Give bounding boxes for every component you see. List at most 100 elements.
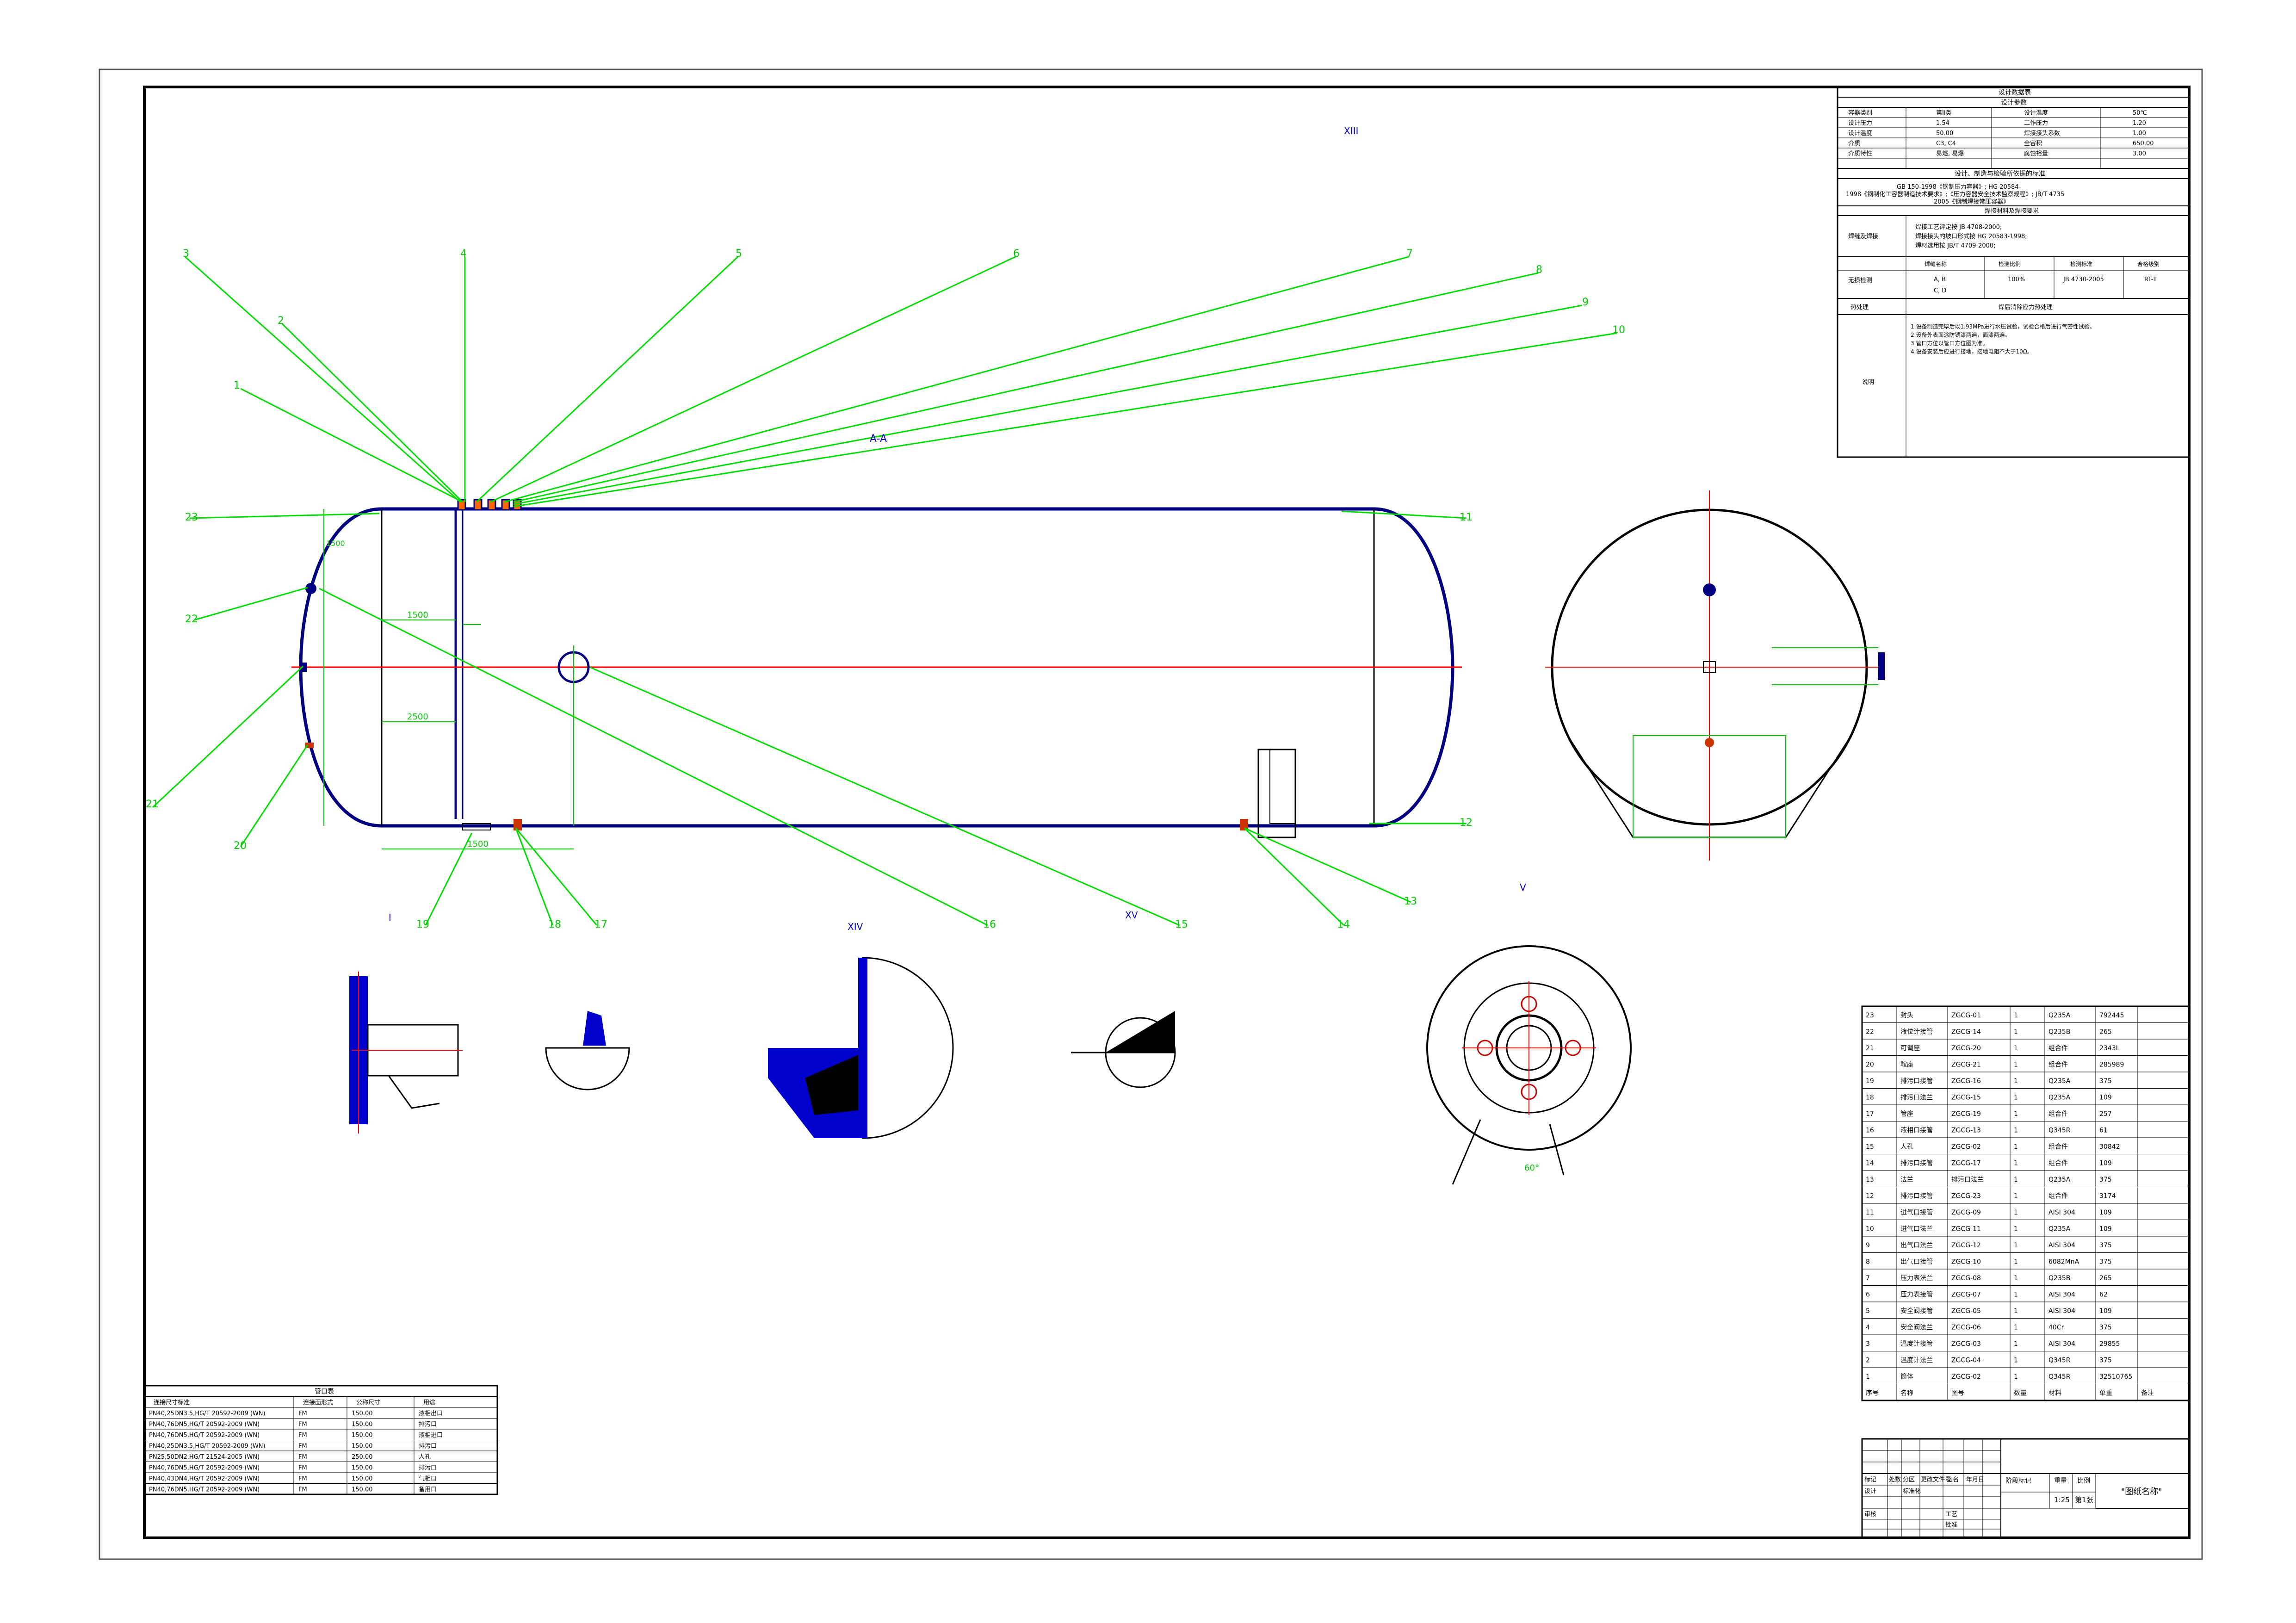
parts-cell: 封头 (1900, 1012, 1913, 1019)
parts-cell: 6 (1866, 1291, 1870, 1299)
parts-cell: ZGCG-09 (1951, 1209, 1981, 1216)
parts-cell: 排污口接管 (1900, 1077, 1933, 1085)
parts-cell: ZGCG-02 (1951, 1373, 1981, 1381)
parts-cell: ZGCG-17 (1951, 1160, 1981, 1167)
parts-cell: Q345R (2048, 1127, 2071, 1134)
parts-cell: 40Cr (2048, 1324, 2064, 1332)
nozzle-cell: 150.00 (352, 1432, 373, 1439)
parts-cell: 1 (2014, 1242, 2018, 1249)
scale-value: 1:25 (2054, 1496, 2070, 1504)
parts-cell: ZGCG-13 (1951, 1127, 1981, 1134)
parts-cell: 压力表接管 (1900, 1291, 1933, 1299)
tech-r2c2: 焊接接头系数 (2024, 130, 2060, 137)
callout-17: 17 (594, 919, 607, 930)
parts-cell: 1 (2014, 1110, 2018, 1118)
weld-label: 焊缝及焊接 (1848, 233, 1878, 240)
tb-r1c5: 年月日 (1966, 1476, 1984, 1483)
tech-subheader: 设计参数 (2001, 99, 2027, 106)
tb-r2c5: 重量 (2054, 1477, 2067, 1485)
parts-cell: 375 (2099, 1324, 2112, 1332)
parts-header-cell: 名称 (1900, 1390, 1913, 1397)
ndt-h1: 检测比例 (1999, 260, 2021, 267)
parts-cell: 安全阀法兰 (1900, 1324, 1933, 1332)
note-line-3: 3.管口方位以管口方位图为准。 (1911, 340, 1988, 347)
vessel-elevation (291, 499, 1462, 838)
parts-cell: 1 (1866, 1373, 1870, 1381)
callout-12: 12 (1460, 817, 1473, 829)
nozzle-cell: 备用口 (419, 1486, 437, 1493)
callout-9: 9 (1582, 297, 1589, 308)
weld-line-1: 焊接工艺评定按 JB 4708-2000; (1915, 223, 2002, 231)
tech-data-table (1837, 86, 2190, 458)
tech-r0c0: 容器类别 (1848, 109, 1872, 117)
tb-r3c0: 审核 (1864, 1511, 1876, 1518)
tech-r4c2: 腐蚀裕量 (2024, 150, 2048, 157)
tech-r3c1: C3, C4 (1936, 140, 1956, 147)
parts-cell: ZGCG-08 (1951, 1275, 1981, 1282)
parts-cell: 1 (2014, 1045, 2018, 1052)
callout-20: 20 (234, 840, 247, 852)
parts-cell: 109 (2099, 1209, 2112, 1216)
parts-cell: 16 (1866, 1127, 1874, 1134)
parts-cell: 1 (2014, 1193, 2018, 1200)
callout-21: 21 (146, 799, 159, 810)
parts-cell: 排污口法兰 (1951, 1176, 1984, 1183)
parts-cell: AISI 304 (2048, 1242, 2075, 1249)
title-block-texts: 标记 处数 分区 更改文件号 签名 年月日 设计 标准化 阶段标记 重量 比例 … (1864, 1476, 2162, 1529)
parts-cell: 15 (1866, 1143, 1874, 1151)
callout-7: 7 (1406, 248, 1413, 260)
parts-cell: 61 (2099, 1127, 2108, 1134)
parts-cell: 组合件 (2048, 1193, 2068, 1200)
parts-cell: ZGCG-06 (1951, 1324, 1981, 1332)
parts-cell: 组合件 (2048, 1061, 2068, 1069)
note-line-4: 4.设备安装后应进行接地，接地电阻不大于10Ω。 (1911, 348, 2033, 355)
parts-cell: ZGCG-01 (1951, 1012, 1981, 1019)
nozzle-cell: 液相出口 (419, 1410, 443, 1417)
callout-leaders (152, 256, 1617, 926)
parts-cell: 109 (2099, 1094, 2112, 1102)
nozzle-cell: PN40,25DN3.5,HG/T 20592-2009 (WN) (149, 1410, 266, 1417)
parts-cell: 14 (1866, 1160, 1874, 1167)
parts-cell: 1 (2014, 1340, 2018, 1348)
spec-line-1: GB 150-1998《钢制压力容器》; HG 20584- (1897, 183, 2021, 191)
tech-r1c3: 1.20 (2133, 120, 2146, 127)
parts-cell: 出气口法兰 (1900, 1242, 1933, 1249)
nozzle-cell: PN40,76DN5,HG/T 20592-2009 (WN) (149, 1421, 260, 1428)
nozzle-cell: PN40,25DN3.5,HG/T 20592-2009 (WN) (149, 1443, 266, 1450)
parts-cell: 257 (2099, 1110, 2112, 1118)
tech-r4c1: 易燃, 易爆 (1936, 150, 1964, 157)
tech-r3c0: 介质 (1848, 140, 1860, 147)
parts-cell: ZGCG-21 (1951, 1061, 1981, 1069)
tb-r4c0: 工艺 (1945, 1511, 1957, 1518)
tb-r2c4: 阶段标记 (2005, 1477, 2031, 1485)
parts-cell: AISI 304 (2048, 1340, 2075, 1348)
parts-cell: 1 (2014, 1373, 2018, 1381)
parts-cell: 13 (1866, 1176, 1874, 1183)
ndt-h2: 检测标准 (2070, 260, 2092, 267)
parts-cell: 20 (1866, 1061, 1874, 1069)
nozzle-cell: 液相进口 (419, 1432, 443, 1439)
parts-cell: 组合件 (2048, 1110, 2068, 1118)
nozzle-header-cell: 连接尺寸标准 (154, 1399, 190, 1406)
nozzle-cell: FM (298, 1465, 307, 1472)
tb-r1c1: 处数 (1889, 1476, 1901, 1483)
title-block (1861, 1438, 2190, 1539)
nozzle-cell: PN40,76DN5,HG/T 20592-2009 (WN) (149, 1465, 260, 1472)
view-mark-top: XIII (1344, 125, 1358, 136)
nozzle-cell: FM (298, 1443, 307, 1450)
tech-r0c2: 设计温度 (2024, 109, 2048, 117)
callout-1: 1 (234, 380, 240, 391)
parts-cell: 组合件 (2048, 1160, 2068, 1167)
dim-text-1: 1500 (407, 610, 428, 620)
weld-line-2: 焊接接头的坡口形式按 HG 20583-1998; (1915, 233, 2027, 240)
detail-nozzle-plan (1426, 945, 1632, 1185)
tb-r2c2: 标准化 (1903, 1488, 1921, 1495)
